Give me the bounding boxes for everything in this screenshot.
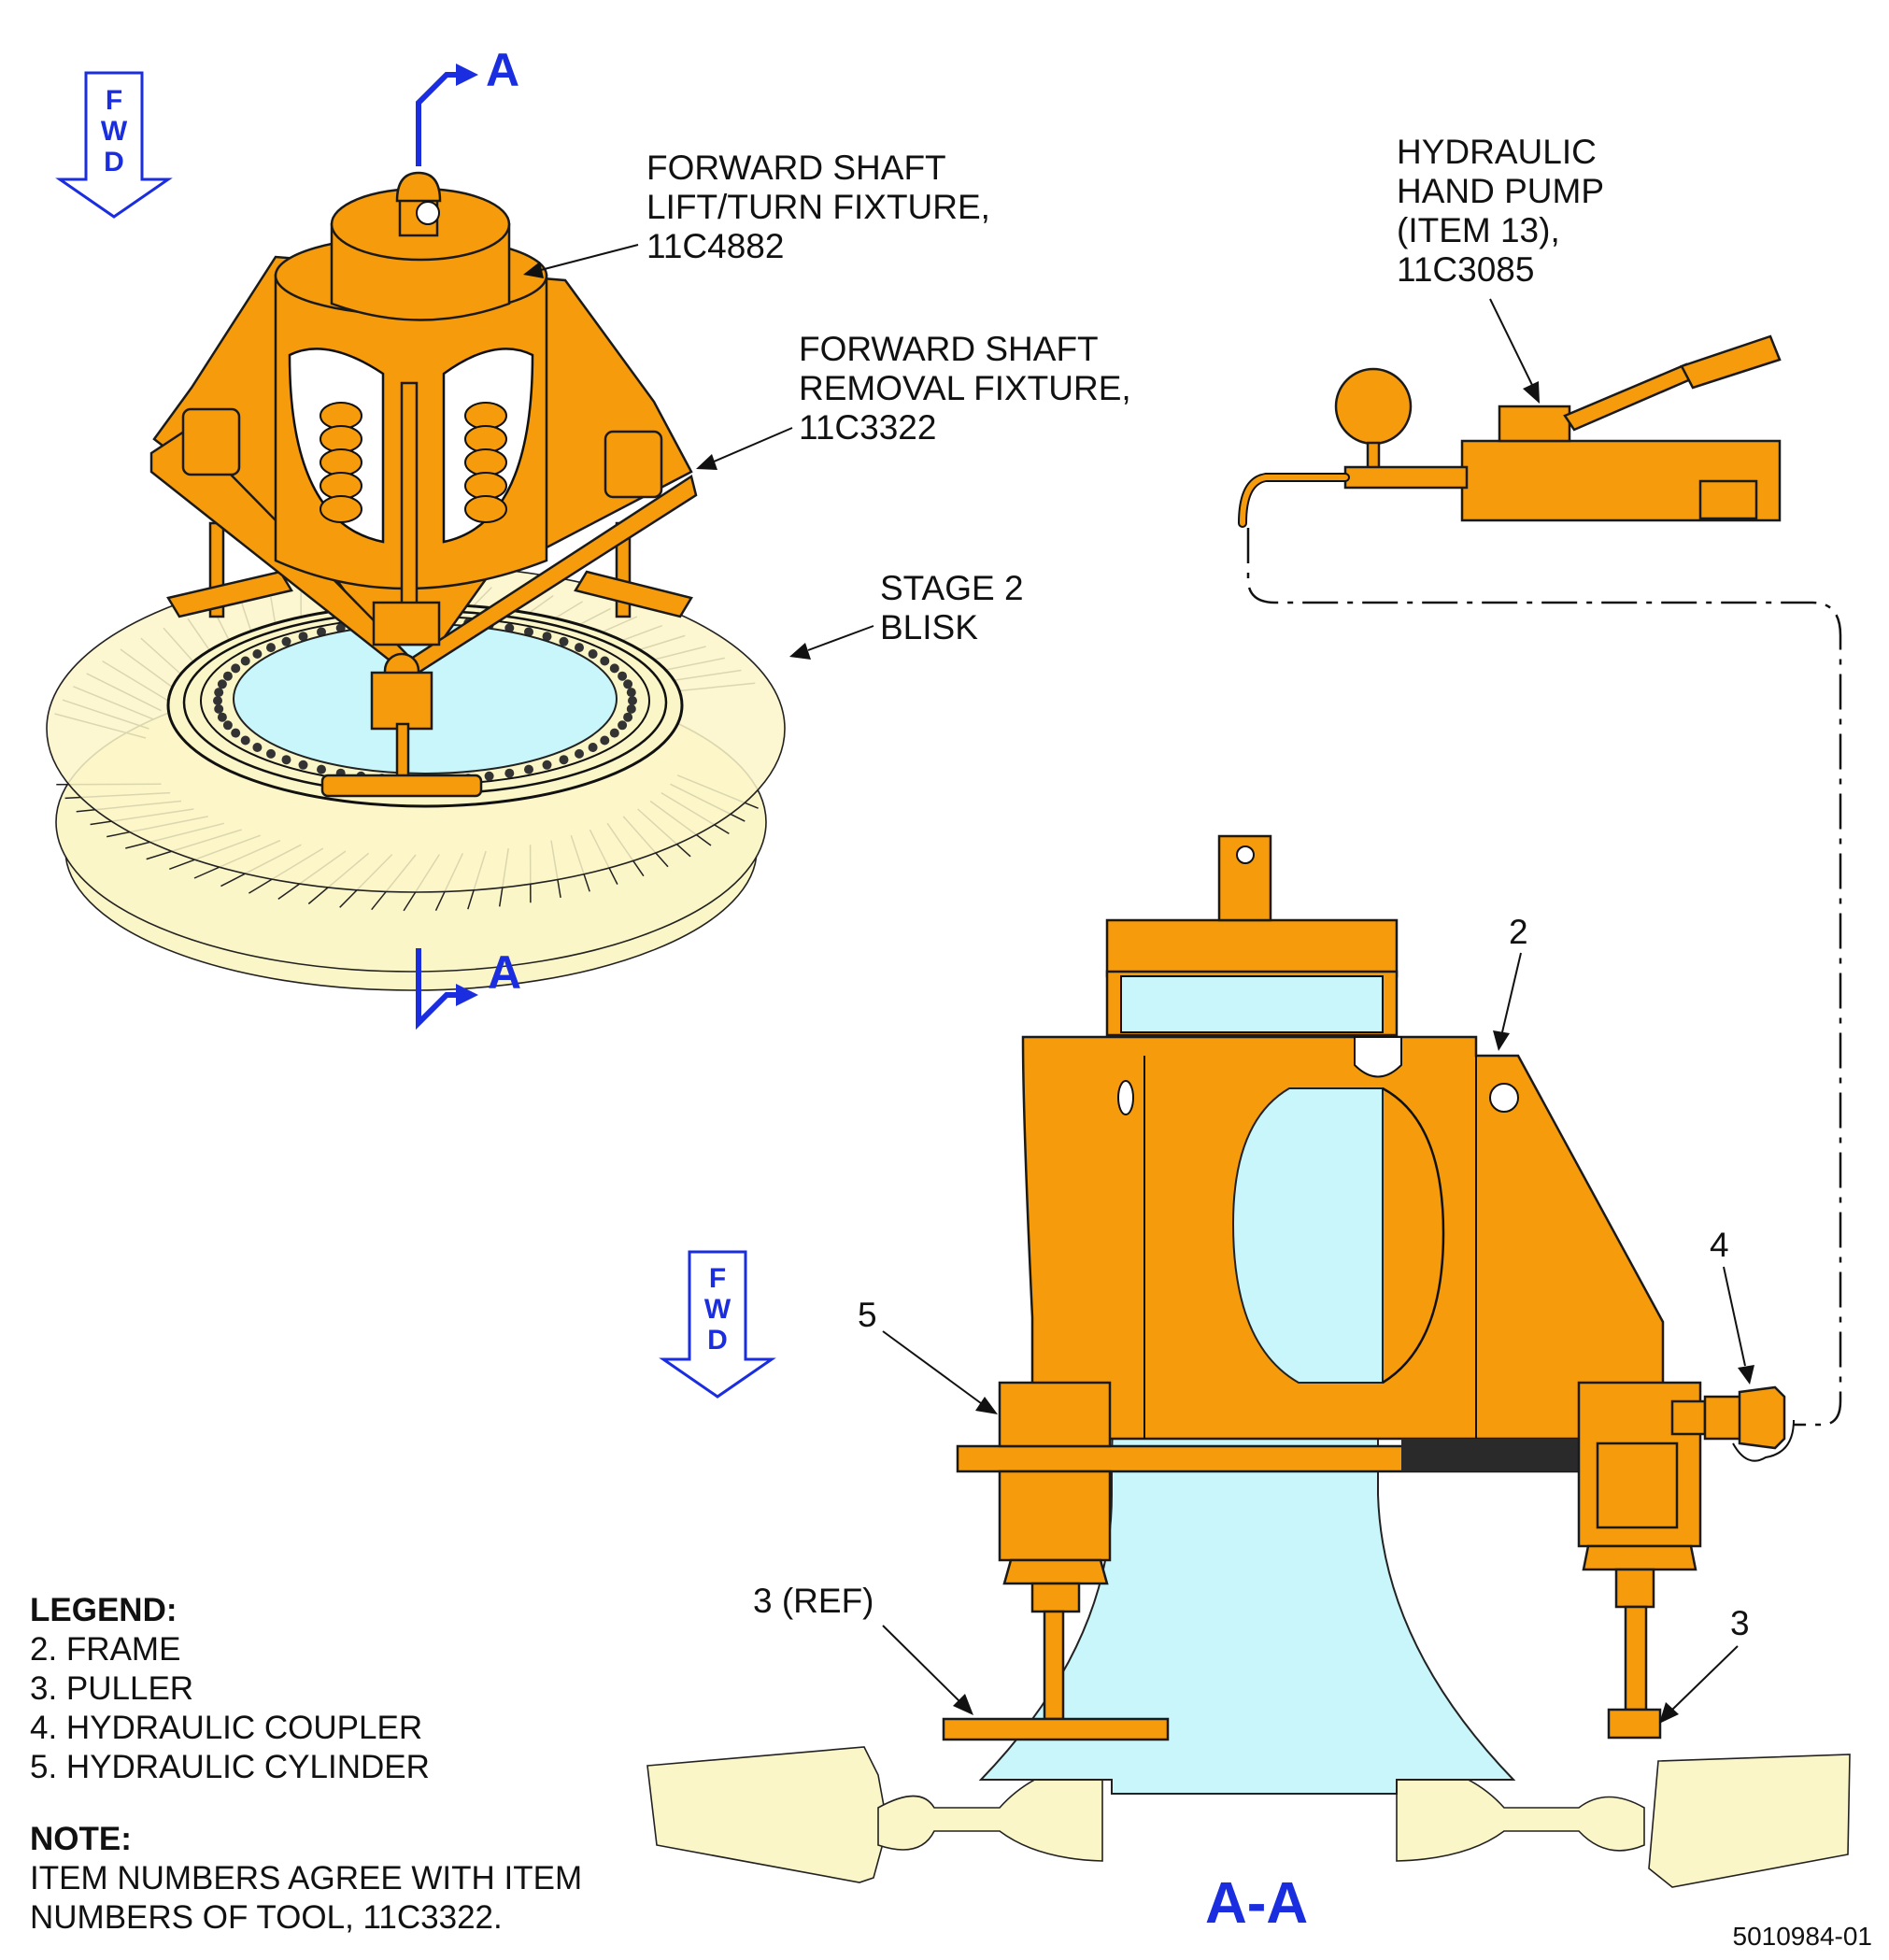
bolt-hole — [281, 636, 291, 646]
legend-item-hydraulic-cylinder: 5. HYDRAULIC CYLINDER — [30, 1749, 430, 1785]
bolt-hole — [524, 764, 533, 774]
bolt-hole — [266, 643, 276, 653]
callout-item-5: 5 — [858, 1296, 877, 1334]
section-cut-marker-top: A — [416, 44, 519, 166]
fwd-letter-d: D — [707, 1325, 728, 1356]
bolt-hole — [542, 760, 552, 770]
section-title: A-A — [1205, 1871, 1308, 1936]
callout-removal-fixture: FORWARD SHAFT REMOVAL FIXTURE, 11C3322 — [799, 330, 1141, 447]
bolt-hole — [559, 636, 569, 646]
fwd-arrow-section: F W D — [659, 1250, 776, 1399]
callout-item-4: 4 — [1710, 1226, 1729, 1264]
bolt-hole — [575, 643, 584, 653]
leader-removal-fixture — [711, 427, 793, 463]
fwd-letter-f: F — [106, 85, 122, 116]
bolt-hole — [231, 663, 241, 674]
forward-shaft-removal-fixture — [149, 234, 698, 679]
bolt-hole — [626, 703, 636, 714]
bolt-hole — [609, 728, 619, 738]
bolt-hole — [217, 712, 227, 722]
note: NOTE: ITEM NUMBERS AGREE WITH ITEM NUMBE… — [30, 1821, 582, 1936]
bolt-hole — [222, 720, 233, 731]
bolt-hole — [214, 703, 224, 714]
callout-lift-turn-fixture: FORWARD SHAFT LIFT/TURN FIXTURE, 11C4882 — [646, 149, 1000, 265]
fwd-letter-w: W — [704, 1294, 731, 1325]
note-title: NOTE: — [30, 1821, 132, 1857]
callout-item-3: 3 — [1730, 1604, 1750, 1642]
fwd-letter-f: F — [709, 1263, 726, 1294]
section-view-a-a — [646, 834, 1851, 1888]
leader-lift-turn — [536, 244, 639, 272]
bolt-hole — [240, 656, 250, 666]
bolt-hole — [298, 632, 308, 642]
legend-item-frame: 2. FRAME — [30, 1631, 180, 1668]
bolt-hole — [252, 649, 263, 659]
forward-shaft-lift-turn-fixture — [330, 171, 511, 321]
bolt-hole — [214, 688, 224, 698]
hydraulic-hand-pump — [1238, 334, 1782, 528]
section-marker-top-label: A — [486, 44, 519, 96]
bolt-hole — [231, 728, 241, 738]
callout-hand-pump: HYDRAULIC HAND PUMP (ITEM 13), 11C3085 — [1397, 133, 1613, 289]
hydraulic-hose — [1246, 528, 1842, 1427]
bolt-hole — [575, 748, 584, 759]
bolt-hole — [213, 696, 222, 705]
note-line-1: ITEM NUMBERS AGREE WITH ITEM — [30, 1860, 582, 1896]
legend-title: LEGEND: — [30, 1592, 178, 1628]
bolt-hole — [628, 696, 637, 705]
bolt-hole — [559, 755, 569, 765]
puller-assembly-iso — [320, 601, 483, 798]
legend: LEGEND: 2. FRAME 3. PULLER 4. HYDRAULIC … — [30, 1592, 430, 1785]
section-marker-bottom-label: A — [488, 946, 521, 999]
legend-item-hydraulic-coupler: 4. HYDRAULIC COUPLER — [30, 1710, 422, 1746]
fwd-letter-w: W — [101, 116, 128, 147]
bolt-hole — [626, 688, 636, 698]
leader-item-3 — [1671, 1645, 1739, 1711]
callout-blisk: STAGE 2 BLISK — [880, 569, 1033, 646]
callout-item-3-ref: 3 (REF) — [753, 1582, 874, 1620]
bolt-hole — [222, 671, 233, 681]
note-line-2: NUMBERS OF TOOL, 11C3322. — [30, 1899, 503, 1936]
leader-blisk — [807, 625, 874, 651]
bolt-hole — [542, 632, 552, 642]
bolt-hole — [266, 748, 276, 759]
bolt-hole — [317, 764, 326, 774]
leader-item-5 — [882, 1330, 982, 1404]
bolt-hole — [504, 768, 515, 778]
fwd-letter-d: D — [104, 147, 124, 178]
bolt-hole — [600, 656, 610, 666]
leader-item-4 — [1723, 1266, 1746, 1367]
bolt-hole — [317, 627, 326, 637]
bolt-hole — [252, 743, 263, 752]
legend-item-puller: 3. PULLER — [30, 1670, 193, 1707]
bolt-hole — [600, 735, 610, 746]
stage-2-blisk — [46, 564, 786, 991]
bolt-hole — [618, 720, 628, 731]
bolt-hole — [298, 760, 308, 770]
bolt-hole — [281, 755, 291, 765]
section-cut-marker-bottom: A — [416, 946, 521, 1030]
bolt-hole — [618, 671, 628, 681]
bolt-hole — [217, 679, 227, 689]
bolt-hole — [588, 649, 598, 659]
bolt-hole — [623, 679, 633, 689]
bolt-hole — [588, 743, 598, 752]
fwd-arrow-top: F W D — [55, 71, 173, 219]
leader-hand-pump — [1489, 298, 1533, 386]
bolt-hole — [524, 627, 533, 637]
figure-number: 5010984-01 — [1733, 1922, 1872, 1951]
leader-item-3-ref — [882, 1625, 961, 1703]
bolt-hole — [484, 771, 494, 781]
leader-item-2 — [1501, 952, 1522, 1033]
bolt-hole — [240, 735, 250, 746]
bolt-hole — [609, 663, 619, 674]
callout-item-2: 2 — [1509, 913, 1528, 951]
bolt-hole — [623, 712, 633, 722]
